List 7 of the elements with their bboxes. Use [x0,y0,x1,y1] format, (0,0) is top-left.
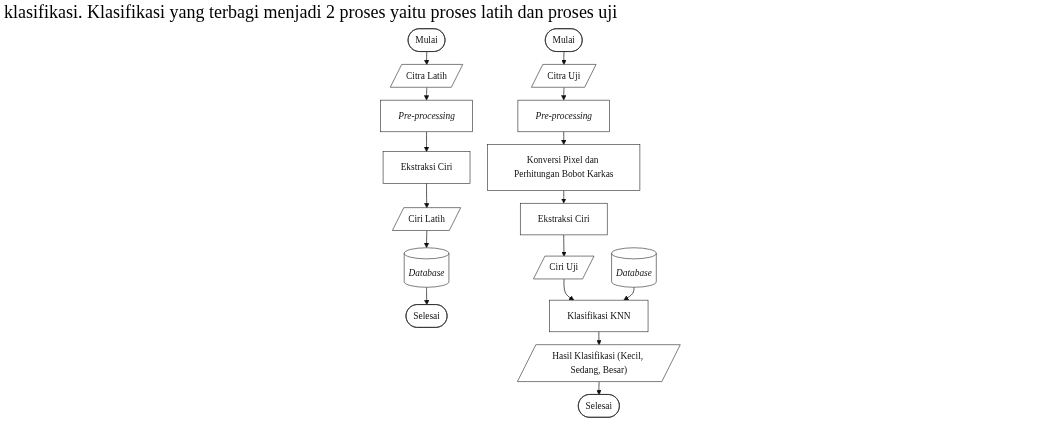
node-box: Klasifikasi KNN [549,299,649,333]
text-line: klasifikasi. Klasifikasi yang terbagi menjadi 2 proses yaitu proses latih dan proses uji [4,1,618,23]
node-box: Konversi Pixel dan Perhitungan Bobot Karkas [487,144,641,191]
node-box: Pre-processing [517,99,610,133]
node-box: Ekstraksi Ciri [382,151,471,184]
node-box: Pre-processing [380,99,473,133]
node-box: Ekstraksi Ciri [520,202,608,236]
